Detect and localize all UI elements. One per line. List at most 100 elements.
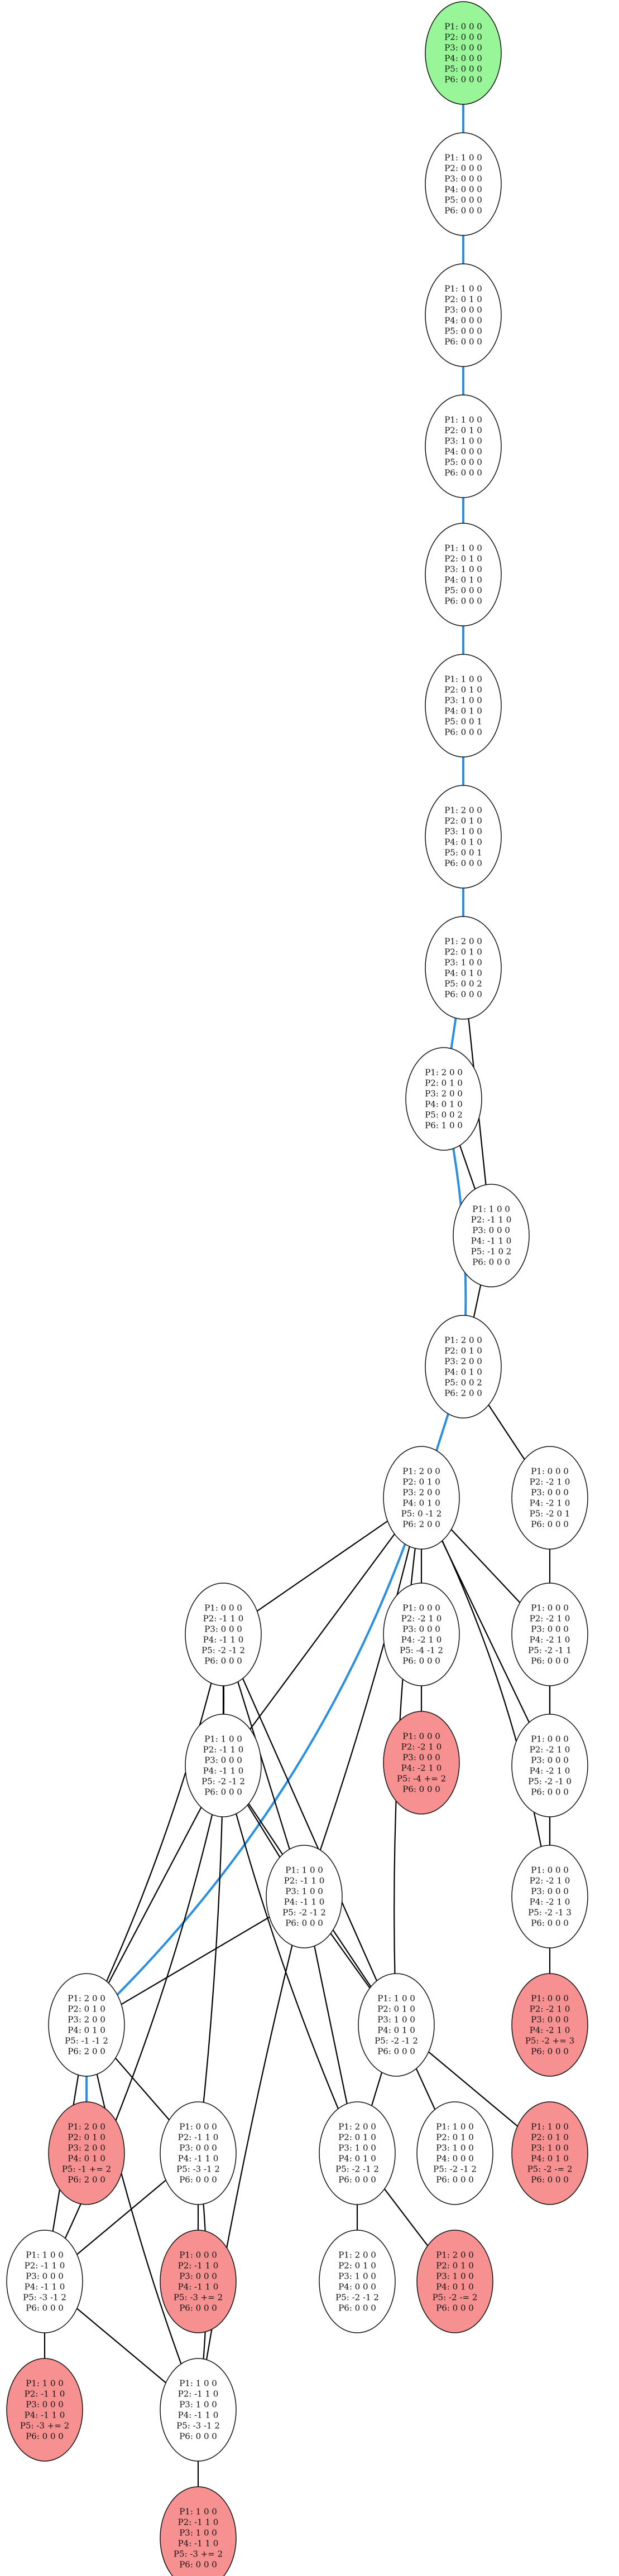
state-node-plain: P1: 2 0 0P2: 0 1 0P3: 1 0 0P4: 0 1 0P5: … (425, 916, 502, 1020)
node-label-line: P1: 2 0 0 (402, 1467, 440, 1477)
node-label-line: P2: -2 1 0 (530, 1614, 570, 1624)
path-edge (85, 1497, 423, 2026)
node-label-line: P3: 2 0 0 (444, 1357, 482, 1367)
node-label-line: P5: 0 0 0 (444, 326, 482, 336)
node-label-line: P2: -2 1 0 (530, 1876, 570, 1886)
node-label-line: P2: 0 1 0 (338, 2133, 376, 2143)
node-label-line: P2: -2 1 0 (530, 1745, 570, 1755)
node-ellipse (425, 263, 502, 367)
node-label-line: P5: -4 -1 2 (400, 1646, 443, 1656)
node-label-line: P5: -3 -1 2 (176, 2421, 220, 2431)
node-label-line: P6: 0 0 0 (402, 1784, 440, 1794)
node-label-line: P1: 1 0 0 (377, 1994, 415, 2004)
node-label-line: P2: -2 1 0 (530, 2004, 570, 2014)
state-node-plain: P1: 1 0 0P2: 0 1 0P3: 1 0 0P4: 0 1 0P5: … (358, 1973, 435, 2077)
state-node-plain: P1: 1 0 0P2: -1 1 0P3: 0 0 0P4: -1 1 0P5… (6, 2230, 83, 2333)
state-node-plain: P1: 2 0 0P2: 0 1 0P3: 2 0 0P4: 0 1 0P5: … (383, 1446, 460, 1550)
node-label-line: P5: -1 -1 2 (65, 2036, 108, 2046)
node-label-line: P2: -1 1 0 (203, 1745, 244, 1755)
state-node-plain: P1: 2 0 0P2: 0 1 0P3: 1 0 0P4: 0 0 0P5: … (319, 2230, 396, 2333)
node-label-line: P4: -2 1 0 (530, 1498, 570, 1508)
state-node-plain: P1: 2 0 0P2: 0 1 0P3: 2 0 0P4: 0 1 0P5: … (425, 1315, 502, 1419)
node-label-line: P6: 0 0 0 (531, 1787, 569, 1797)
node-label-line: P2: -1 1 0 (203, 1614, 244, 1624)
node-label-line: P2: 0 1 0 (444, 816, 482, 826)
node-label-line: P2: -2 1 0 (401, 1742, 442, 1752)
node-label-line: P5: -3 += 2 (20, 2421, 69, 2431)
node-label-line: P3: 0 0 0 (531, 1488, 569, 1498)
node-label-line: P1: 2 0 0 (436, 2250, 474, 2260)
node-label-line: P2: 0 1 0 (68, 2133, 105, 2143)
node-label-line: P4: -1 1 0 (178, 2539, 219, 2549)
state-node-end: P1: 2 0 0P2: 0 1 0P3: 1 0 0P4: 0 1 0P5: … (416, 2230, 493, 2333)
node-label-line: P2: -1 1 0 (178, 2517, 219, 2527)
node-label-line: P3: 2 0 0 (68, 2143, 105, 2153)
node-ellipse (383, 1583, 460, 1686)
node-label-line: P2: -1 1 0 (178, 2133, 219, 2143)
node-label-line: P1: 1 0 0 (444, 153, 482, 163)
state-node-plain: P1: 2 0 0P2: 0 1 0P3: 2 0 0P4: 0 1 0P5: … (405, 1047, 482, 1151)
state-node-plain: P1: 1 0 0P2: 0 1 0P3: 1 0 0P4: 0 0 0P5: … (416, 2101, 493, 2205)
node-label-line: P5: -1 += 2 (62, 2164, 111, 2174)
node-label-line: P4: -2 1 0 (401, 1635, 442, 1645)
state-node-end: P1: 1 0 0P2: -1 1 0P3: 0 0 0P4: -1 1 0P5… (6, 2358, 83, 2462)
node-ellipse (425, 1, 502, 105)
node-label-line: P5: 0 0 0 (444, 457, 482, 467)
node-ellipse (266, 1845, 343, 1948)
node-label-line: P2: 0 1 0 (444, 685, 482, 695)
node-ellipse (185, 1714, 262, 1817)
node-label-line: P4: -2 1 0 (530, 1766, 570, 1776)
node-ellipse (160, 2486, 237, 2576)
node-label-line: P1: 2 0 0 (68, 2122, 105, 2132)
node-label-line: P3: 0 0 0 (531, 1887, 569, 1897)
node-label-line: P5: -2 -1 2 (282, 1908, 326, 1918)
node-label-line: P5: 0 0 2 (425, 1110, 463, 1120)
node-label-line: P6: 0 0 0 (444, 596, 482, 606)
node-label-line: P6: 0 0 0 (531, 1519, 569, 1530)
node-label-line: P6: 0 0 0 (444, 858, 482, 869)
node-label-line: P5: -2 -1 0 (528, 1777, 572, 1787)
node-label-line: P4: 0 1 0 (444, 968, 482, 978)
node-ellipse (185, 1583, 262, 1686)
node-label-line: P1: 0 0 0 (531, 1994, 569, 2004)
node-ellipse (511, 1583, 588, 1686)
node-label-line: P4: 0 0 0 (444, 185, 482, 195)
node-ellipse (6, 2230, 83, 2333)
node-label-line: P2: 0 1 0 (402, 1477, 440, 1487)
node-label-line: P5: -2 -1 3 (528, 1908, 572, 1918)
node-ellipse (416, 2230, 493, 2333)
node-label-line: P3: 1 0 0 (179, 2528, 217, 2538)
node-label-line: P1: 1 0 0 (444, 415, 482, 425)
edge (44, 1765, 224, 2282)
edge (86, 1634, 224, 2025)
node-label-line: P2: 0 1 0 (338, 2261, 376, 2271)
node-label-line: P2: 0 1 0 (436, 2133, 474, 2143)
state-node-end: P1: 0 0 0P2: -2 1 0P3: 0 0 0P4: -2 1 0P5… (511, 1973, 588, 2077)
node-label-line: P6: 0 0 0 (436, 2303, 474, 2313)
node-label-line: P3: 0 0 0 (472, 1226, 510, 1236)
node-label-line: P2: 0 1 0 (436, 2261, 474, 2271)
node-label-line: P3: 0 0 0 (444, 43, 482, 53)
node-label-line: P5: -2 -1 2 (201, 1777, 245, 1787)
node-ellipse (6, 2358, 83, 2462)
node-label-line: P1: 1 0 0 (204, 1734, 242, 1744)
node-label-line: P5: -2 -= 2 (433, 2293, 478, 2303)
state-node-end: P1: 0 0 0P2: -1 1 0P3: 0 0 0P4: -1 1 0P5… (160, 2230, 237, 2333)
node-label-line: P6: 0 0 0 (377, 2047, 415, 2057)
node-label-line: P5: -2 += 3 (525, 2036, 574, 2046)
node-ellipse (453, 1184, 530, 1287)
node-label-line: P1: 0 0 0 (531, 1865, 569, 1875)
node-label-line: P4: 0 0 0 (444, 447, 482, 457)
state-node-plain: P1: 0 0 0P2: -2 1 0P3: 0 0 0P4: -2 1 0P5… (511, 1583, 588, 1686)
node-label-line: P3: 1 0 0 (444, 696, 482, 706)
node-label-line: P4: 0 1 0 (402, 1498, 440, 1508)
node-label-line: P1: 1 0 0 (472, 1204, 510, 1214)
node-label-line: P4: -2 1 0 (530, 1635, 570, 1645)
node-label-line: P4: 0 0 0 (338, 2282, 376, 2292)
edge (223, 1497, 422, 1766)
node-ellipse (511, 1973, 588, 2077)
node-label-line: P5: -2 -= 2 (527, 2164, 573, 2174)
node-label-line: P5: -2 -1 2 (201, 1646, 245, 1656)
node-label-line: P4: -1 1 0 (203, 1766, 244, 1776)
node-label-line: P1: 0 0 0 (531, 1467, 569, 1477)
